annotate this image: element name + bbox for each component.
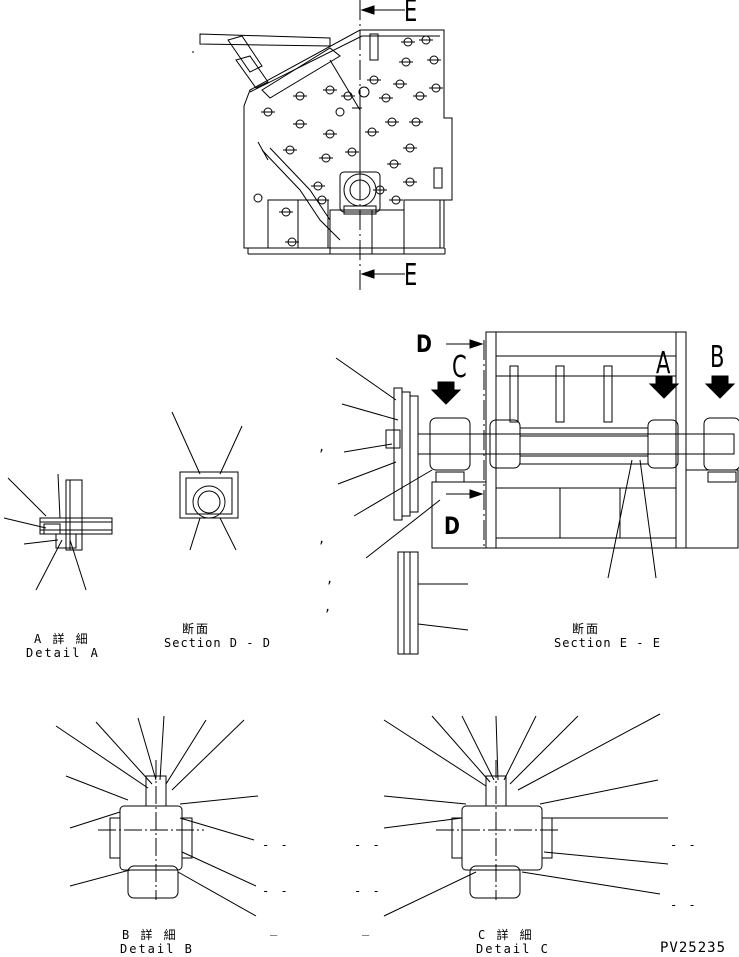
section-d-bottom-marker: D: [444, 512, 460, 540]
detail-c-caption-jp: C 詳 細: [478, 928, 534, 942]
detail-a-caption-en: Detail A: [26, 646, 100, 660]
detail-c-view: [383, 713, 669, 917]
stray-dash-pair: - -: [670, 898, 698, 912]
detail-b-marker: B: [710, 340, 725, 375]
section-d-d-view: [171, 411, 243, 551]
detail-b-view: [55, 715, 259, 917]
detail-c-caption-en: Detail C: [476, 942, 550, 956]
drawing-number: PV25235: [660, 940, 727, 956]
section-d-top-marker: D: [416, 330, 432, 358]
machine-side-view: [192, 29, 453, 255]
detail-b-caption-jp: B 詳 細: [122, 928, 178, 942]
section-dd-caption-jp: 断面: [182, 622, 211, 636]
section-ee-caption-jp: 断面: [572, 622, 601, 636]
stray-dash-pair: - -: [354, 838, 382, 852]
detail-a-marker: A: [656, 346, 671, 381]
section-dd-caption-en: Section D - D: [164, 636, 271, 650]
stray-dash-pair: - -: [262, 838, 290, 852]
stray-comma: ,: [318, 532, 328, 546]
section-e-top-marker: E: [404, 0, 418, 29]
stray-underscore: _: [270, 922, 280, 936]
stray-comma: ,: [324, 600, 334, 614]
section-e-e-view: [335, 331, 739, 655]
section-e-bottom-marker: E: [404, 258, 418, 293]
detail-b-caption-en: Detail B: [120, 942, 194, 956]
section-ee-caption-en: Section E - E: [554, 636, 661, 650]
stray-underscore: _: [362, 922, 372, 936]
detail-a-view: [3, 473, 113, 591]
stray-dash-pair: - -: [354, 884, 382, 898]
detail-a-caption-jp: A 詳 細: [34, 632, 90, 646]
stray-comma: ,: [318, 440, 328, 454]
stray-comma: ,: [326, 572, 336, 586]
section-e-cut-line: [359, 0, 405, 290]
detail-c-marker: C: [452, 350, 467, 385]
frame-bolt-pattern: [261, 35, 443, 247]
stray-dash-pair: - -: [670, 838, 698, 852]
stray-dash-pair: - -: [262, 884, 290, 898]
